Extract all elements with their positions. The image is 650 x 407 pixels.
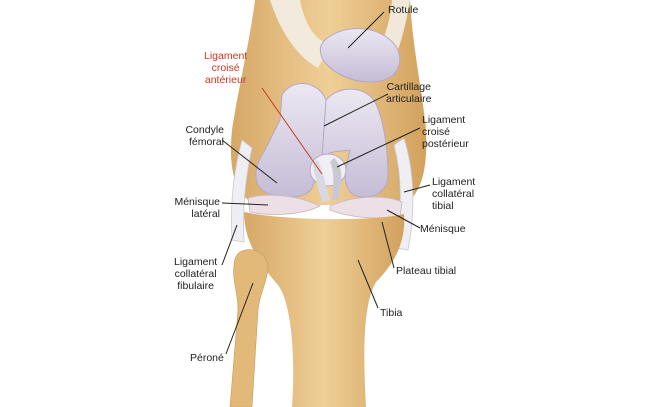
lateral-meniscus [247,194,321,215]
leader-lct [403,184,431,193]
label-perone: Péroné [190,352,224,364]
label-plateau-tibial: Plateau tibial [396,265,457,277]
leader-menisque [386,209,421,229]
leader-tibia [357,259,379,309]
lateral-collateral-ligament [231,139,253,243]
leader-lca [261,87,323,175]
leader-rotule [347,11,385,49]
fibula-bone [229,249,269,407]
leader-condyle [221,139,278,184]
label-menisque: Ménisque [420,223,466,235]
label-tibia: Tibia [380,307,403,319]
tibia-bone [244,212,405,407]
posterior-cruciate-ligament [330,158,342,200]
patella [319,28,401,83]
leader-plateau [381,221,395,269]
leader-lcf [221,224,238,266]
femoral-condyle-medial [321,88,389,198]
label-rotule: Rotule [388,4,419,16]
leader-lcp [336,127,421,168]
anterior-cruciate-ligament [312,160,330,202]
leader-perone [225,282,254,355]
quadriceps-tendon [270,0,330,68]
leader-menisque-lateral [221,202,269,206]
leader-cartilage [323,93,389,127]
